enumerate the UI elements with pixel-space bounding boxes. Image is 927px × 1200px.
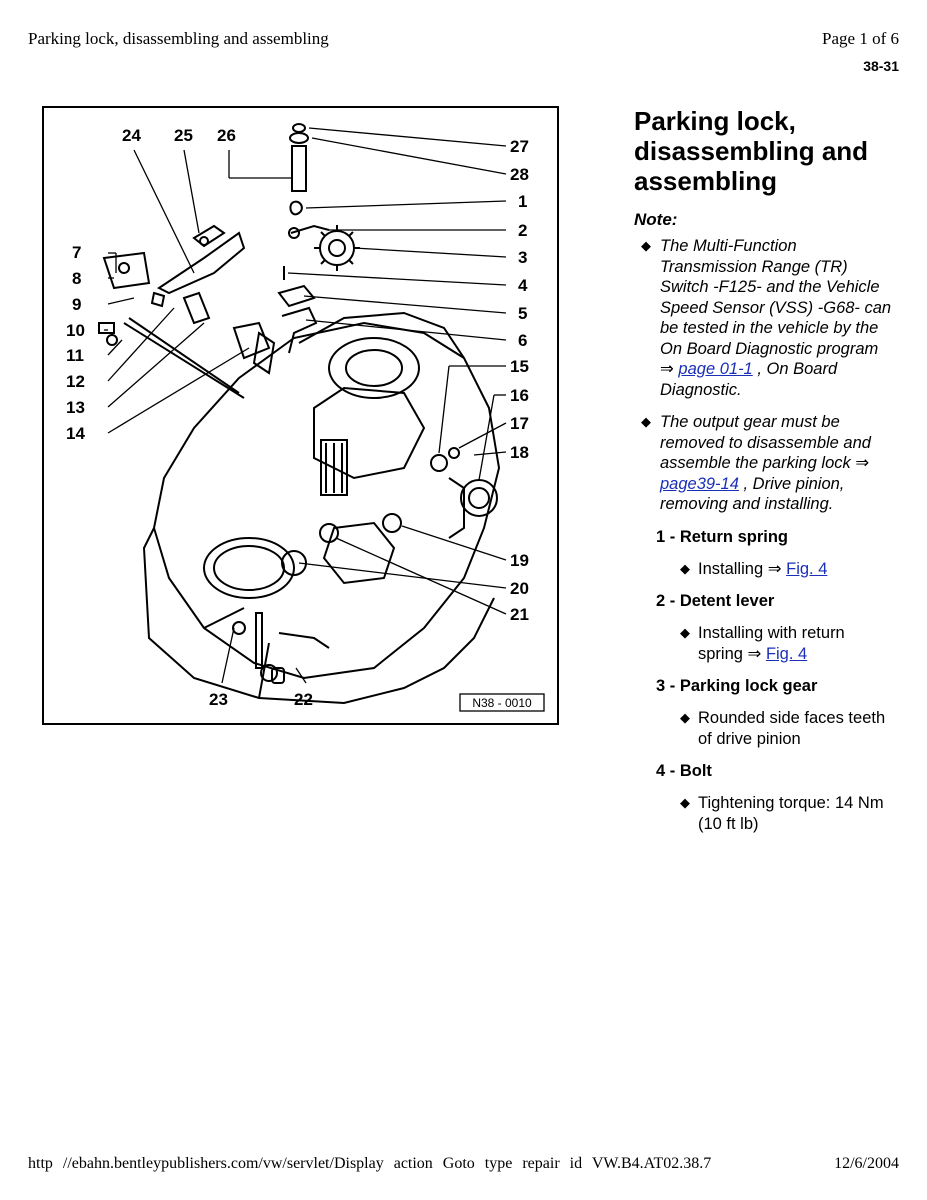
callout-27: 27	[510, 137, 529, 156]
figure-id-box	[459, 693, 545, 712]
diamond-bullet-icon: ◆	[641, 414, 651, 429]
callout-20: 20	[510, 579, 529, 598]
callout-14: 14	[66, 424, 85, 443]
selector-lever	[157, 231, 246, 295]
callout-9: 9	[72, 295, 81, 314]
note-item: ◆ The output gear must be removed to dis…	[641, 413, 871, 513]
part-1-bullet: ◆ Installing ⇒ Fig. 4	[680, 559, 828, 578]
diamond-bullet-icon: ◆	[680, 625, 690, 640]
callout-24: 24	[122, 126, 141, 145]
parking-lock-gear	[319, 230, 355, 266]
content-column: Parking lock, disassembling and assembli…	[634, 106, 892, 846]
callout-12: 12	[66, 372, 85, 391]
part-2-title: 2 - Detent lever	[656, 592, 775, 610]
callout-17: 17	[510, 414, 529, 433]
callout-21: 21	[510, 605, 529, 624]
callout-23: 23	[209, 690, 228, 709]
callout-15: 15	[510, 357, 529, 376]
tr-switch	[281, 550, 307, 576]
transmission-drawing: 7 8 9 10 11 12 13 14 24 25 26 27 28 1 2 …	[66, 123, 545, 712]
footer-url: http //ebahn.bentleypublishers.com/vw/se…	[28, 1155, 712, 1172]
part-3-title: 3 - Parking lock gear	[656, 677, 818, 695]
note-item: ◆ The Multi-Function Transmission Range …	[641, 237, 892, 399]
diamond-bullet-icon: ◆	[680, 795, 690, 810]
part-1-title: 1 - Return spring	[656, 527, 789, 546]
diamond-bullet-icon: ◆	[680, 710, 690, 725]
part-3-bullet: ◆ Rounded side faces teeth of drive pini…	[680, 709, 886, 748]
link-fig-4[interactable]: Fig. 4	[765, 644, 808, 663]
callout-19: 19	[510, 551, 529, 570]
page-number: Page 1 of 6	[822, 29, 899, 48]
shaft-part-26	[291, 145, 307, 192]
callout-13: 13	[66, 398, 85, 417]
callout-16: 16	[510, 386, 529, 405]
note-label: Note:	[634, 210, 678, 229]
part-4-bullet: ◆ Tightening torque: 14 Nm (10 ft lb)	[680, 794, 884, 833]
callout-25: 25	[174, 126, 193, 145]
callout-18: 18	[510, 443, 529, 462]
link-page39-14[interactable]: page39-14	[660, 474, 739, 493]
section-code: 38-31	[863, 58, 899, 74]
link-page-01-1[interactable]: page 01-1	[678, 360, 753, 378]
callout-3: 3	[518, 248, 527, 267]
link-fig-4[interactable]: Fig. 4	[786, 559, 828, 578]
callout-11: 11	[66, 346, 84, 365]
callout-6: 6	[518, 331, 527, 350]
drive-pinion-shaft	[320, 439, 348, 496]
callout-7: 7	[72, 243, 81, 262]
callout-8: 8	[72, 269, 81, 288]
diamond-bullet-icon: ◆	[641, 238, 651, 253]
callout-2: 2	[518, 221, 527, 240]
callout-4: 4	[518, 276, 528, 295]
callout-1: 1	[518, 192, 527, 211]
callout-22: 22	[294, 690, 313, 709]
exploded-diagram: 7 8 9 10 11 12 13 14 24 25 26 27 28 1 2 …	[42, 106, 559, 725]
callout-26: 26	[217, 126, 236, 145]
diamond-bullet-icon: ◆	[680, 560, 690, 576]
document-title: Parking lock, disassembling and assembli…	[634, 106, 869, 196]
callout-28: 28	[510, 165, 529, 184]
part-4-title: 4 - Bolt	[656, 762, 712, 780]
callout-10: 10	[66, 321, 85, 340]
page-header-title: Parking lock, disassembling and assembli…	[28, 29, 329, 48]
callout-5: 5	[518, 304, 527, 323]
part-2-bullet: ◆ Installing with return spring ⇒ Fig. 4	[680, 624, 845, 663]
footer-date: 12/6/2004	[834, 1155, 899, 1172]
figure-id: N38 - 0010	[472, 696, 532, 710]
bearing-housing	[328, 337, 420, 399]
